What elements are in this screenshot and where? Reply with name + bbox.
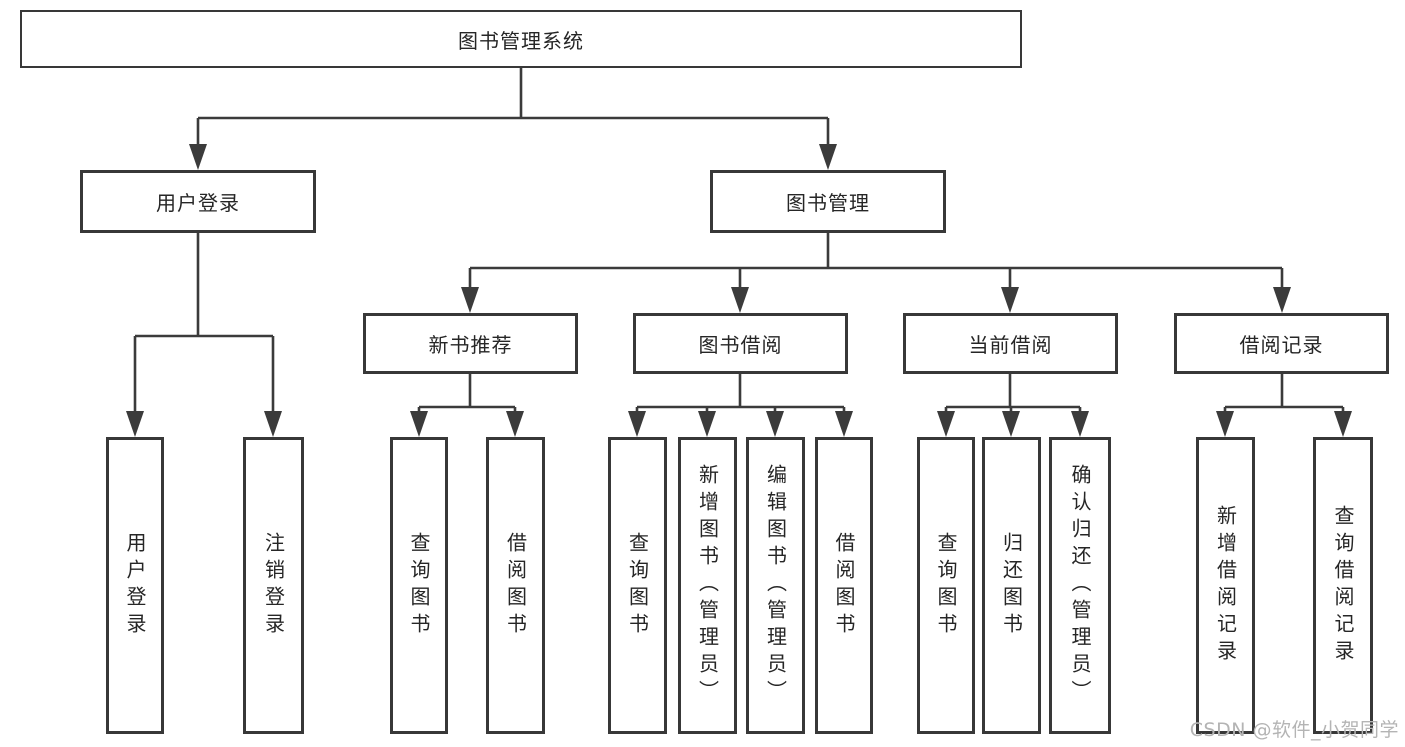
node-book-management: 图书管理 xyxy=(710,170,946,233)
leaf-borrow-add-books-admin: 新增图书（管理员） xyxy=(678,437,737,734)
leaf-records-query-record: 查询借阅记录 xyxy=(1313,437,1373,734)
leaf-user-login: 用户登录 xyxy=(106,437,164,734)
leaf-logout: 注销登录 xyxy=(243,437,304,734)
watermark-text: CSDN @软件_小贺同学 xyxy=(1189,719,1399,741)
node-user-login: 用户登录 xyxy=(80,170,316,233)
node-library-system: 图书管理系统 xyxy=(20,10,1022,68)
leaf-borrow-query-books: 查询图书 xyxy=(608,437,667,734)
node-current-borrow: 当前借阅 xyxy=(903,313,1118,374)
leaf-borrow-borrow-books: 借阅图书 xyxy=(815,437,873,734)
node-borrow-records: 借阅记录 xyxy=(1174,313,1389,374)
leaf-records-add-record: 新增借阅记录 xyxy=(1196,437,1255,734)
leaf-recommend-borrow-books: 借阅图书 xyxy=(486,437,545,734)
node-new-book-recommend: 新书推荐 xyxy=(363,313,578,374)
leaf-borrow-edit-books-admin: 编辑图书（管理员） xyxy=(746,437,805,734)
leaf-current-query-books: 查询图书 xyxy=(917,437,975,734)
leaf-recommend-query-books: 查询图书 xyxy=(390,437,448,734)
leaf-current-return-books: 归还图书 xyxy=(982,437,1041,734)
node-book-borrow: 图书借阅 xyxy=(633,313,848,374)
leaf-current-confirm-return-admin: 确认归还（管理员） xyxy=(1049,437,1111,734)
